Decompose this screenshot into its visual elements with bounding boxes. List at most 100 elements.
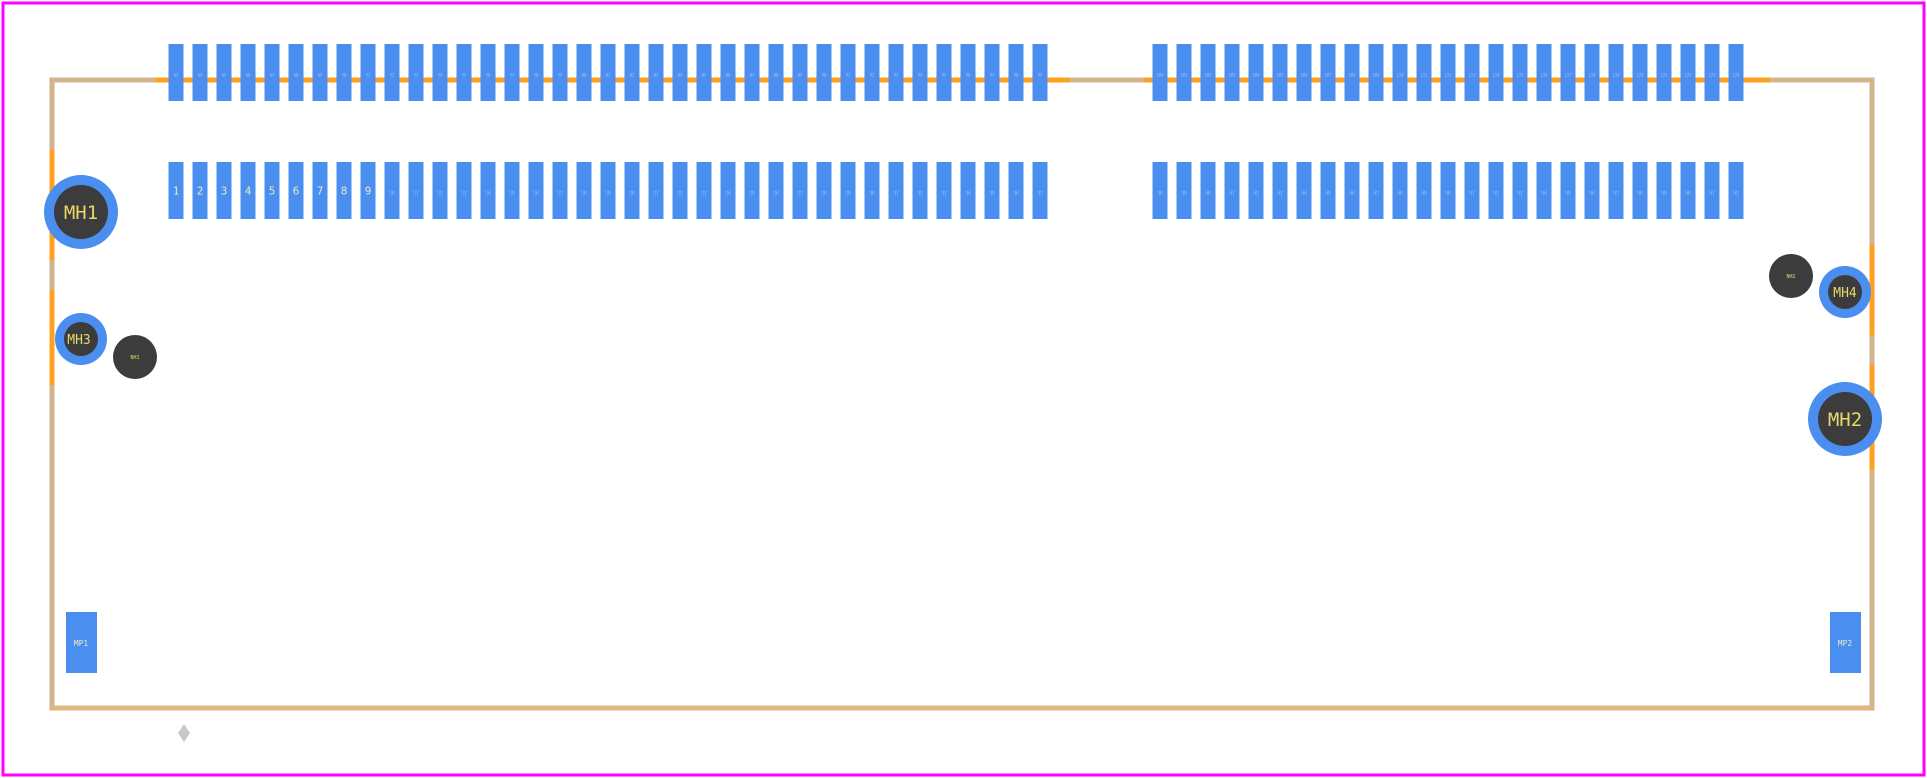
pin-pad-rect [360, 44, 376, 101]
pin-number-label: 55 [1566, 191, 1571, 196]
pin-pad: 102 [1200, 44, 1216, 101]
pin-pad-rect [1632, 162, 1648, 219]
pin-number-label: 22 [678, 191, 683, 196]
pin-number-label: 47 [1374, 191, 1379, 196]
pin-pad: 81 [600, 44, 616, 101]
pin-pad: 25 [744, 162, 760, 219]
pin-pad: 122 [1680, 44, 1696, 101]
pin-pad: 26 [768, 162, 784, 219]
pin-pad-rect [1152, 44, 1168, 101]
pin-number-label: 61 [1710, 191, 1715, 196]
pin-pad: 110 [1392, 44, 1408, 101]
mounting-hole-mh2: MH2 [1808, 382, 1882, 456]
pin-number-label: 23 [702, 191, 707, 196]
pin-pad: 10 [384, 162, 400, 219]
pin-pad-rect [816, 162, 832, 219]
pin-number-label: 65 [222, 73, 227, 78]
pin-pad-rect [600, 44, 616, 101]
pin-pad: 86 [720, 44, 736, 101]
pin-pad: 112 [1440, 44, 1456, 101]
pin-pad-rect [624, 44, 640, 101]
mh4-label: MH4 [1833, 286, 1857, 301]
pin-pad-rect [432, 44, 448, 101]
pin-pad-rect [1152, 162, 1168, 219]
pin-pad-rect [1464, 44, 1480, 101]
pin-pad: 52 [1488, 162, 1504, 219]
pin-pad-rect [816, 44, 832, 101]
pin-pad: 99 [1032, 44, 1048, 101]
pin-pad: 118 [1584, 44, 1600, 101]
pin-number-label: 1 [173, 185, 180, 198]
pin-pad-rect [1584, 44, 1600, 101]
pin-number-label: 4 [245, 185, 252, 198]
pin-number-label: 53 [1518, 191, 1523, 196]
pin-pad-rect [1248, 44, 1264, 101]
pin-number-label: 102 [1204, 73, 1212, 78]
mounting-pad-mp1: MP1 [66, 612, 97, 673]
pin-number-label: 60 [1686, 191, 1691, 196]
pin-number-label: 21 [654, 191, 659, 196]
pin-pad: 74 [432, 44, 448, 101]
pin-number-label: 111 [1420, 73, 1428, 78]
pin-pad: 11 [408, 162, 424, 219]
pin-pad-rect [456, 44, 472, 101]
pin-number-label: 5 [269, 185, 276, 198]
pin-number-label: 82 [630, 73, 635, 78]
pin-pad-rect [192, 44, 208, 101]
pin-pad: 120 [1632, 44, 1648, 101]
pin-pad-rect [1608, 44, 1624, 101]
pin-number-label: 36 [1014, 191, 1019, 196]
pin-pad-rect [456, 162, 472, 219]
pin-pad: 64 [192, 44, 208, 101]
pin-number-label: 35 [990, 191, 995, 196]
mp1-label: MP1 [74, 639, 89, 648]
pin-pad: 34 [960, 162, 976, 219]
nh2-label: NH2 [1786, 274, 1795, 280]
mp2-label: MP2 [1838, 639, 1853, 648]
pin-number-label: 37 [1038, 191, 1043, 196]
pin-pad-rect [912, 44, 928, 101]
pin-pad-rect [744, 162, 760, 219]
pin-pad-rect [672, 162, 688, 219]
mh1-label: MH1 [64, 202, 98, 224]
pin-pad: 9 [360, 162, 376, 219]
pin-pad: 89 [792, 44, 808, 101]
pin-pad: 39 [1176, 162, 1192, 219]
pin-pad-rect [624, 162, 640, 219]
pin-number-label: 101 [1180, 73, 1188, 78]
pin-number-label: 71 [366, 73, 371, 78]
pin-pad-rect [696, 162, 712, 219]
mounting-hole-mh4: MH4 [1819, 266, 1871, 318]
pin-pad-rect [720, 162, 736, 219]
pin-pad: 80 [576, 44, 592, 101]
pin-pad-rect [912, 162, 928, 219]
pin-pad: 62 [1728, 162, 1744, 219]
pin-pad-rect [288, 162, 304, 219]
pin-pad: 106 [1296, 44, 1312, 101]
pin-pad: 36 [1008, 162, 1024, 219]
pin-pad-rect [528, 44, 544, 101]
pin-pad-rect [240, 44, 256, 101]
pin-pad: 78 [528, 44, 544, 101]
pin-pad: 8 [336, 162, 352, 219]
pin-number-label: 70 [342, 73, 347, 78]
pin-number-label: 30 [870, 191, 875, 196]
pin-pad-rect [984, 44, 1000, 101]
npth-hole-nh1: NH1 [113, 335, 157, 379]
pin-number-label: 107 [1324, 73, 1332, 78]
pin-pad: 88 [768, 44, 784, 101]
pin-number-label: 63 [174, 73, 179, 78]
pin-pad: 32 [912, 162, 928, 219]
pin-number-label: 87 [750, 73, 755, 78]
pin-pad: 28 [816, 162, 832, 219]
pin-pad: 98 [1008, 44, 1024, 101]
pin-pad: 6 [288, 162, 304, 219]
pin-number-label: 83 [654, 73, 659, 78]
pin-pad-rect [168, 162, 184, 219]
pin-number-label: 67 [270, 73, 275, 78]
pin-number-label: 78 [534, 73, 539, 78]
pin-pad-rect [1248, 162, 1264, 219]
pin-pad-rect [1344, 162, 1360, 219]
pin-pad: 60 [1680, 162, 1696, 219]
